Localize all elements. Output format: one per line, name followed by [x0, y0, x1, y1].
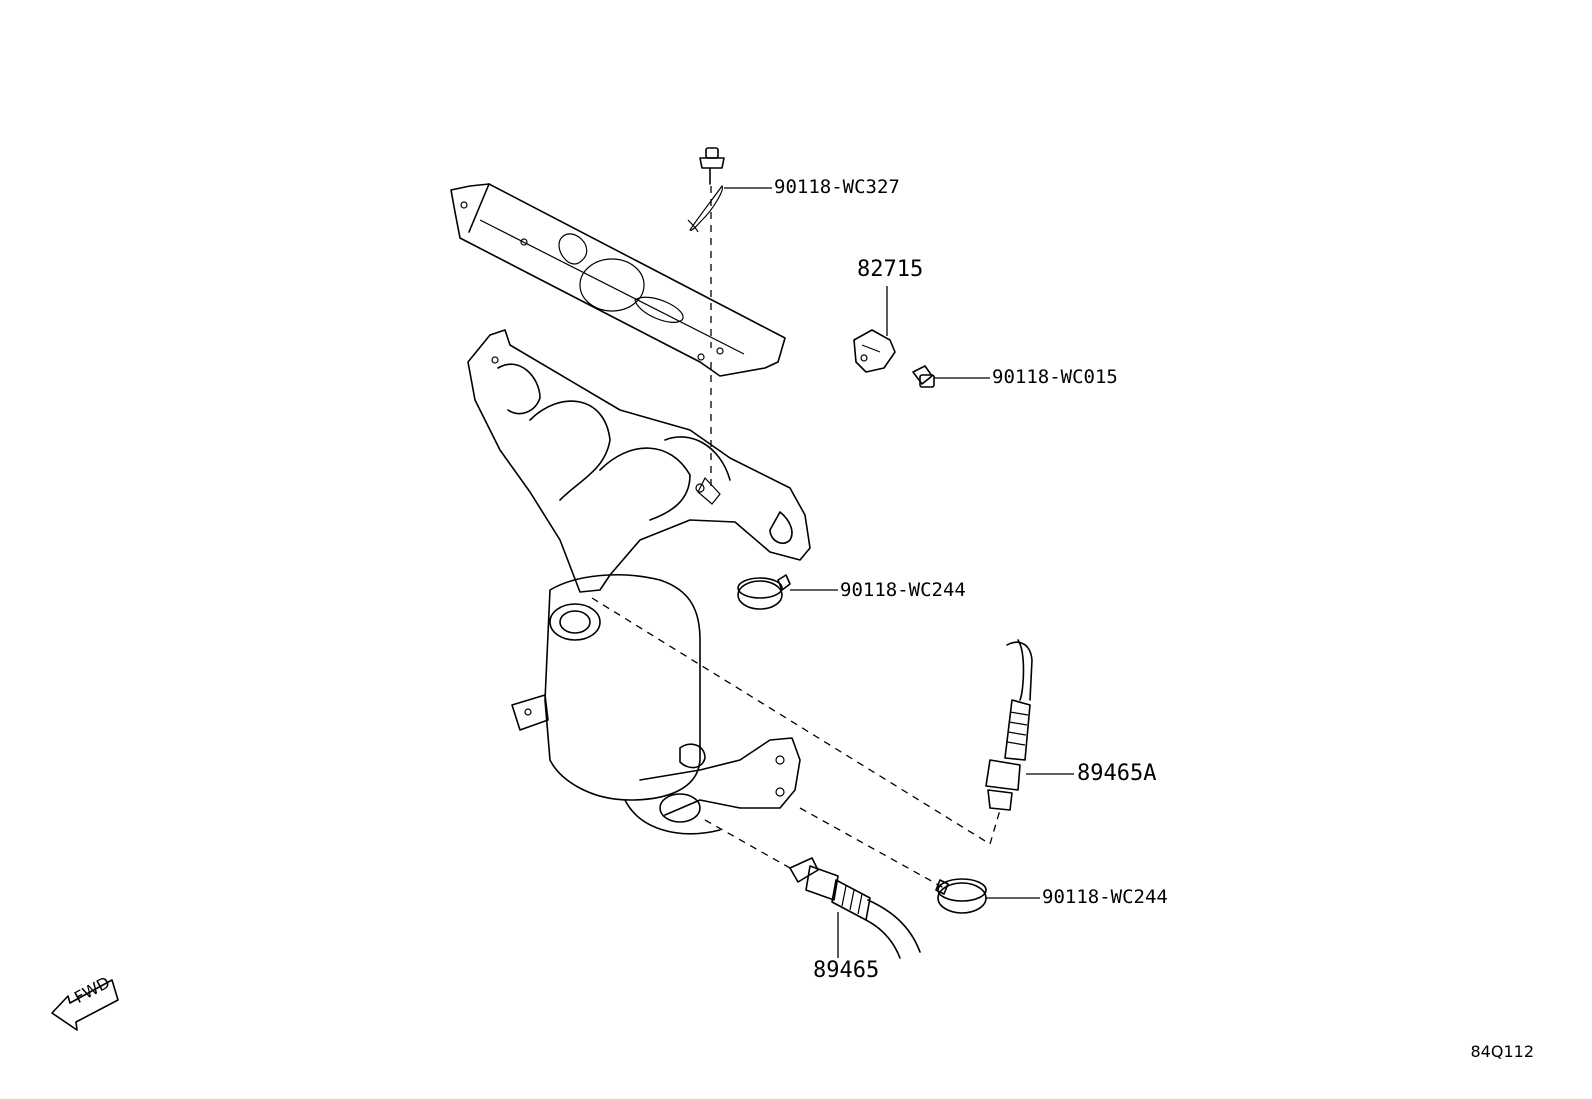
bolt-90118-wc015 — [912, 365, 935, 388]
oxygen-sensor-89465 — [789, 857, 921, 959]
callout-insulator: 82715 — [857, 257, 924, 282]
clamp-upper-90118-wc244 — [737, 574, 791, 610]
callout-clamp-upper: 90118-WC244 — [840, 579, 966, 601]
heat-insulator-upper — [450, 183, 786, 377]
oxygen-sensor-89465a — [985, 639, 1033, 811]
fwd-arrow-icon — [51, 979, 119, 1031]
callout-bolt-insulator: 90118-WC015 — [992, 366, 1118, 388]
catalytic-converter — [511, 574, 801, 835]
bolt-90118-wc327 — [687, 147, 725, 233]
callout-clamp-lower: 90118-WC244 — [1042, 886, 1168, 908]
callout-bolt-top: 90118-WC327 — [774, 176, 900, 198]
clamp-lower-90118-wc244 — [935, 878, 987, 914]
callout-sensor: 89465 — [813, 958, 880, 983]
insulator-82715 — [853, 329, 896, 373]
exhaust-manifold — [467, 329, 811, 593]
drawing-code: 84Q112 — [1470, 1042, 1535, 1061]
callout-sensor-a: 89465A — [1077, 761, 1157, 786]
leader-lines — [724, 187, 1074, 958]
assembly-lines — [591, 186, 1001, 889]
